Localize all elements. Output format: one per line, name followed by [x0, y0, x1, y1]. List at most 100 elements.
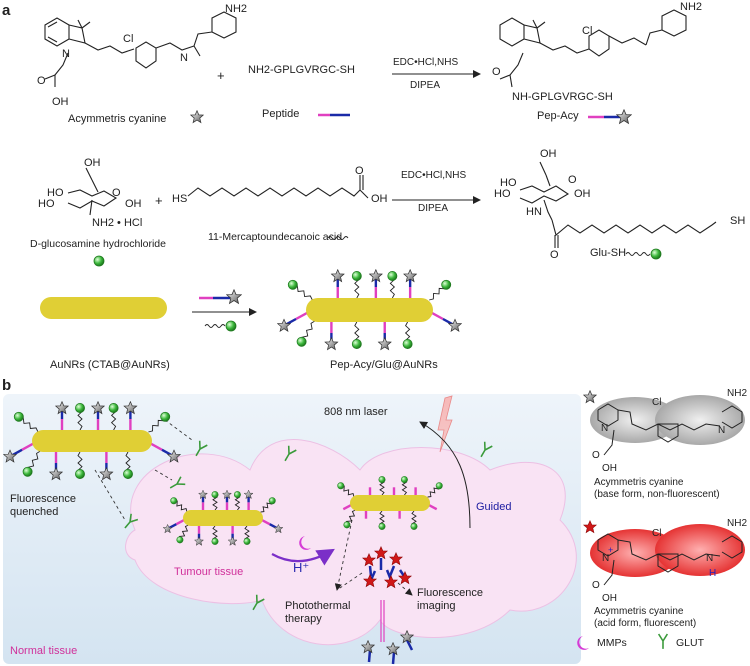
- aunrs-name: AuNRs (CTAB@AuNRs): [50, 359, 170, 371]
- glucose-ball-icon: [75, 403, 85, 413]
- glucose-ball-icon: [351, 271, 362, 281]
- glucose-ball-icon: [268, 497, 276, 505]
- glu-sh-ball-icon: [650, 248, 662, 260]
- plus-sign-1: +: [217, 68, 225, 83]
- reagent-bottom-2: DIPEA: [418, 203, 449, 214]
- acid-oh: OH: [602, 593, 617, 604]
- glucose-ball-icon: [435, 482, 443, 490]
- legend-glut-icon: [657, 633, 669, 650]
- glucose-ball-icon: [233, 491, 241, 499]
- glush-oh-right: OH: [574, 188, 591, 200]
- glucose-ball-icon: [243, 537, 251, 545]
- glucose-ball-icon: [378, 522, 386, 530]
- base-form-right-lobe: [655, 395, 745, 445]
- imaging-label: Fluorescence imaging: [417, 587, 484, 612]
- glush-sh: SH: [730, 215, 746, 227]
- reagent-bottom-1: DIPEA: [410, 80, 441, 91]
- glucose-ball-icon: [13, 411, 24, 422]
- glucose-ball-icon: [123, 469, 133, 479]
- base-form-dyes: [361, 630, 414, 665]
- tumour-label: Tumour tissue: [174, 566, 244, 578]
- pepacy-tail: NH-GPLGVRGC-SH: [512, 91, 613, 103]
- glush-hn: HN: [526, 206, 542, 218]
- glucose-ball-icon: [287, 279, 298, 290]
- glucose-ball-icon: [75, 469, 85, 479]
- glucosamine-structure: [67, 167, 118, 216]
- glucose-ball-icon: [211, 537, 219, 545]
- glush-ho-2: HO: [494, 188, 511, 200]
- glu-sh-wavy-icon: [625, 252, 651, 256]
- peptide-ligand: [149, 442, 163, 451]
- tumour-tissue-region: [125, 439, 577, 646]
- glucose-ball-icon: [378, 476, 386, 484]
- acid-h: H: [709, 568, 717, 579]
- glucosamine-ball-icon: [93, 255, 105, 267]
- dye-star-icon: [448, 318, 462, 332]
- functionalized-aunr: [306, 298, 433, 322]
- normal-label: Normal tissue: [10, 645, 78, 657]
- glucose-ball-icon: [296, 336, 307, 347]
- base-oh: OH: [602, 463, 617, 474]
- glucose-ball-icon: [351, 339, 362, 349]
- cyanine-star-icon: [190, 110, 204, 123]
- pepacy-cl-label: Cl: [582, 25, 593, 37]
- guided-arrow: [419, 421, 471, 529]
- glucose-ball-icon: [170, 497, 178, 505]
- pep-acy-glu-aunrs-name: Pep-Acy/Glu@AuNRs: [330, 359, 438, 371]
- peptide-name: Peptide: [262, 108, 300, 120]
- reagent-ball-icon: [225, 320, 237, 332]
- gluc-ring-o: O: [112, 187, 121, 199]
- glucose-ligand: [172, 500, 188, 513]
- cyanine-oh-label: OH: [52, 96, 69, 108]
- glut-label: GLUT: [676, 637, 705, 649]
- reagent-top-1: EDC•HCl,NHS: [393, 57, 459, 68]
- glucose-ligand: [178, 524, 189, 542]
- acid-n2: N: [706, 553, 714, 564]
- acid-n1: N: [602, 553, 610, 564]
- ptt-dash-arrow-2: [336, 572, 363, 591]
- cyanine-cl-label: Cl: [123, 33, 134, 45]
- glush-oh-top: OH: [540, 148, 557, 160]
- released-fluorescent-dyes: [362, 546, 412, 588]
- pepacy-o-label: O: [492, 66, 501, 78]
- pep-acy-structure: [499, 9, 687, 88]
- reagent-wavy-icon: [204, 324, 226, 328]
- peptide-ligand: [21, 442, 35, 451]
- cleavage-arrow: [271, 548, 335, 566]
- gluc-ho-2: HO: [38, 198, 55, 210]
- pep-acy-star-icon: [616, 109, 632, 124]
- reagent-top-2: EDC•HCl,NHS: [401, 170, 467, 181]
- mercapto-wavy-icon: [327, 236, 349, 240]
- base-desc: (base form, non-fluorescent): [594, 489, 720, 500]
- acid-form-star-icon: [583, 520, 597, 533]
- glucose-ball-icon: [410, 522, 418, 530]
- plus-sign-2: +: [155, 193, 163, 208]
- mercapto-o: O: [355, 165, 364, 177]
- dye-star-icon: [324, 337, 339, 350]
- acid-o: O: [592, 580, 600, 591]
- reagent-star-icon: [226, 289, 242, 304]
- glush-ho-1: HO: [500, 177, 517, 189]
- quenched-label: Fluorescence quenched: [10, 493, 77, 518]
- mmps-label: MMPs: [597, 637, 627, 649]
- dye-star-icon: [277, 318, 291, 332]
- acid-nh2: NH2: [727, 518, 748, 529]
- targeting-dash-3: [94, 469, 126, 521]
- glucose-ball-icon: [211, 491, 219, 499]
- mmp-icon: [299, 536, 311, 550]
- laser-bolt-icon: [437, 395, 453, 453]
- base-o: O: [592, 450, 600, 461]
- panel-b-label: b: [2, 377, 12, 394]
- base-form-star-icon: [583, 390, 597, 403]
- glucose-ball-icon: [22, 466, 33, 477]
- base-n2: N: [718, 425, 726, 436]
- pepacy-nh2-label: NH2: [680, 1, 703, 13]
- glucose-ligand: [345, 509, 356, 527]
- glucose-ball-icon: [160, 411, 171, 422]
- legend-mmp-icon: [577, 636, 589, 650]
- pep-acy-name: Pep-Acy: [537, 110, 579, 122]
- glucose-ball-icon: [176, 536, 184, 544]
- peptide-ligand: [295, 311, 309, 321]
- peptide-ligand: [430, 311, 444, 321]
- glucose-ball-icon: [441, 279, 452, 290]
